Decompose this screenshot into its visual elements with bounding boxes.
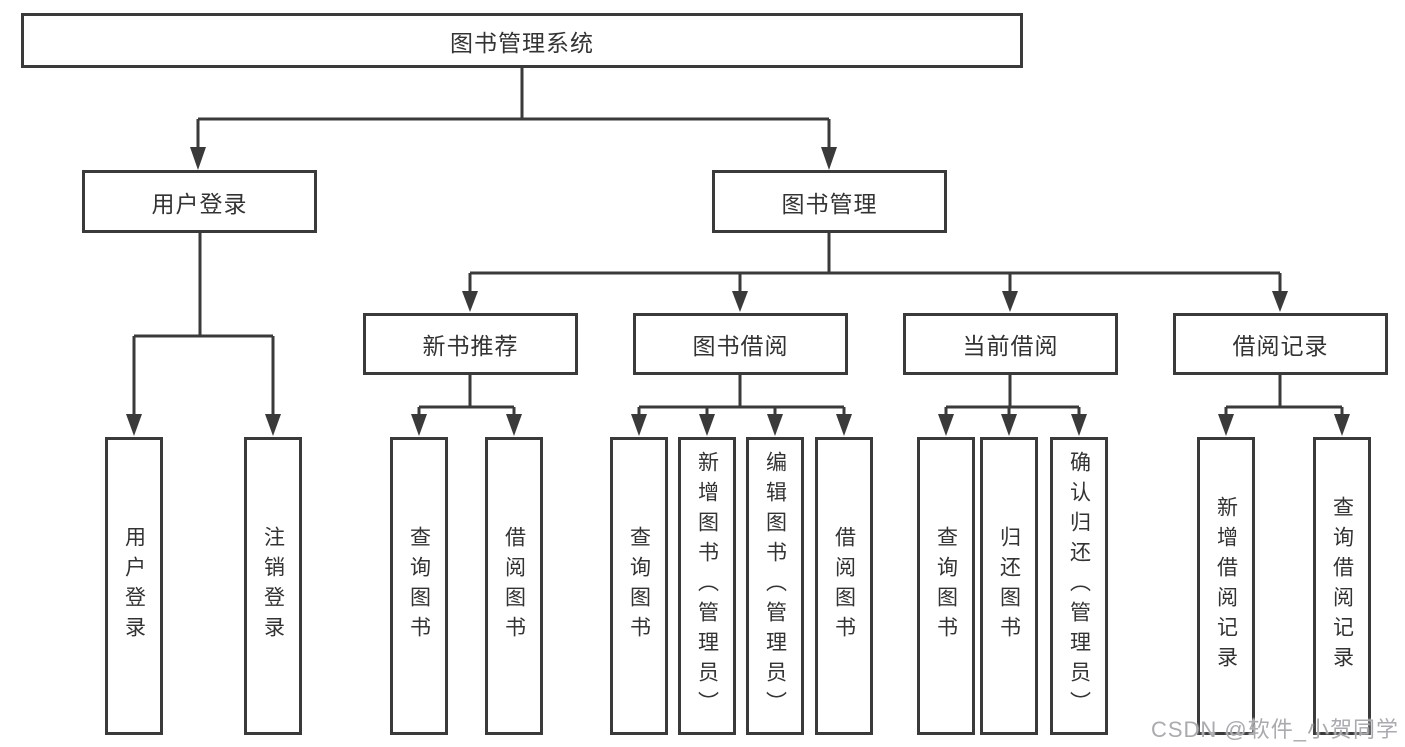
leaf-newbook-borrow-books: 借阅图书 <box>485 437 543 735</box>
csdn-watermark: CSDN @软件_小贺同学 <box>1150 717 1399 742</box>
node-new-book-recommend: 新书推荐 <box>363 313 578 375</box>
node-book-management-label: 图书管理 <box>781 190 878 217</box>
node-root-system-label: 图书管理系统 <box>450 29 594 56</box>
node-current-borrow-label: 当前借阅 <box>962 333 1059 359</box>
leaf-newbook-query-books-label: 查询图书 <box>407 526 431 646</box>
leaf-return-books-label: 归还图书 <box>997 526 1021 646</box>
node-book-management: 图书管理 <box>712 170 947 233</box>
node-user-login: 用户登录 <box>82 170 317 233</box>
node-borrow-records: 借阅记录 <box>1173 313 1388 375</box>
leaf-borrow-borrow-books-label: 借阅图书 <box>832 526 856 646</box>
leaf-user-login-label: 用户登录 <box>122 526 146 646</box>
leaf-query-borrow-record: 查询借阅记录 <box>1313 437 1371 735</box>
leaf-current-query-books: 查询图书 <box>917 437 975 735</box>
leaf-add-borrow-record-label: 新增借阅记录 <box>1214 496 1238 676</box>
node-root-system: 图书管理系统 <box>21 13 1023 68</box>
leaf-query-borrow-record-label: 查询借阅记录 <box>1330 496 1354 676</box>
leaf-confirm-return-admin-label: 确认归还（管理员） <box>1067 451 1091 721</box>
leaf-edit-books-admin-label: 编辑图书（管理员） <box>763 451 787 721</box>
leaf-add-borrow-record: 新增借阅记录 <box>1197 437 1255 735</box>
leaf-confirm-return-admin: 确认归还（管理员） <box>1050 437 1108 735</box>
leaf-logout: 注销登录 <box>244 437 302 735</box>
leaf-edit-books-admin: 编辑图书（管理员） <box>746 437 804 735</box>
node-new-book-recommend-label: 新书推荐 <box>422 333 519 359</box>
leaf-add-books-admin-label: 新增图书（管理员） <box>695 451 719 721</box>
arrowheads <box>126 147 1350 436</box>
node-user-login-label: 用户登录 <box>151 190 248 217</box>
node-book-borrow: 图书借阅 <box>633 313 848 375</box>
leaf-user-login: 用户登录 <box>105 437 163 735</box>
leaf-add-books-admin: 新增图书（管理员） <box>678 437 736 735</box>
leaf-borrow-query-books: 查询图书 <box>610 437 668 735</box>
leaf-newbook-borrow-books-label: 借阅图书 <box>502 526 526 646</box>
node-book-borrow-label: 图书借阅 <box>692 333 789 359</box>
leaf-return-books: 归还图书 <box>980 437 1038 735</box>
leaf-current-query-books-label: 查询图书 <box>934 526 958 646</box>
leaf-borrow-borrow-books: 借阅图书 <box>815 437 873 735</box>
node-borrow-records-label: 借阅记录 <box>1232 333 1329 359</box>
node-current-borrow: 当前借阅 <box>903 313 1118 375</box>
leaf-newbook-query-books: 查询图书 <box>390 437 448 735</box>
leaf-borrow-query-books-label: 查询图书 <box>627 526 651 646</box>
leaf-logout-label: 注销登录 <box>261 526 285 646</box>
